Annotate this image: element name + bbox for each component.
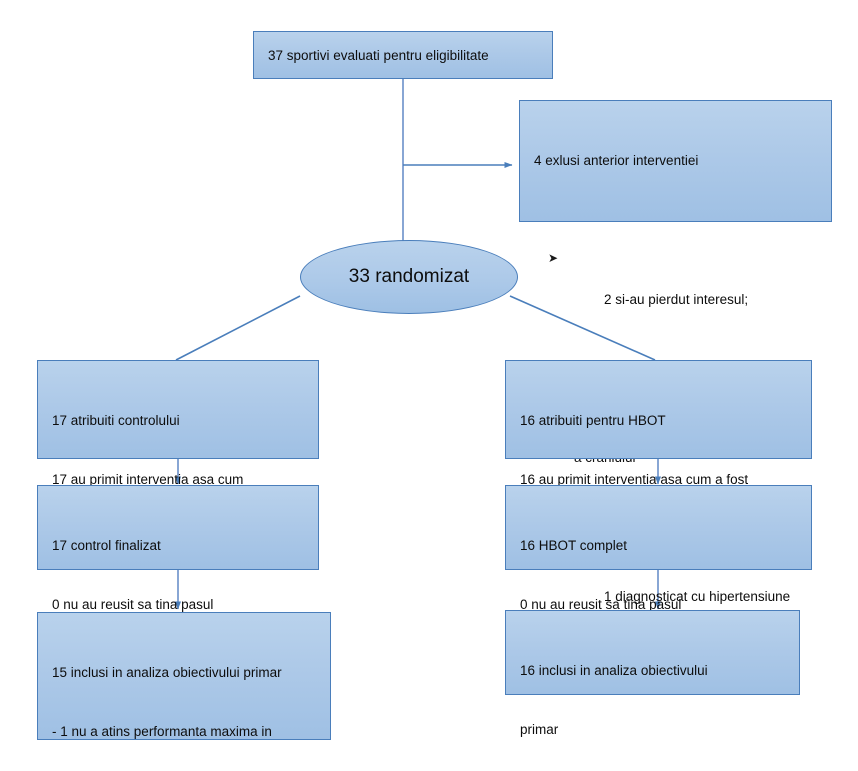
node-hbot-followup[interactable]: 16 HBOT complet 0 nu au reusit sa tina p… <box>505 485 812 672</box>
node-randomized[interactable]: 33 randomizat <box>300 240 518 314</box>
list-item: ➤ 2 si-au pierdut interesul; <box>534 250 819 329</box>
node-hbot-analysis[interactable]: 16 inclusi in analiza obiectivului prima… <box>505 610 800 737</box>
node-line: 16 au primit interventia asa cum a fost <box>520 472 749 488</box>
node-enrollment[interactable]: 37 sportivi evaluati pentru eligibilitat… <box>253 31 553 79</box>
node-excluded-heading: 4 exlusi anterior interventiei <box>534 152 699 168</box>
node-line: 17 control finalizat <box>52 537 161 553</box>
node-line: 15 inclusi in analiza obiectivului prima… <box>52 664 282 680</box>
connector-randomized-to-hbot <box>509 295 656 361</box>
node-line: 17 au primit interventia asa cum <box>52 472 244 488</box>
node-hbot-allocation[interactable]: 16 atribuiti pentru HBOT 16 au primit in… <box>505 360 812 547</box>
node-line: primar <box>520 722 559 738</box>
bullet-text: 2 si-au pierdut interesul; <box>604 291 749 307</box>
connector-randomized-to-control <box>175 295 301 361</box>
node-control-followup[interactable]: 17 control finalizat 0 nu au reusit sa t… <box>37 485 319 672</box>
node-line: - 1 nu a atins performanta maxima in <box>52 724 272 740</box>
node-enrollment-text: 37 sportivi evaluati pentru eligibilitat… <box>268 48 489 64</box>
bullet-text: 1 diagnosticat cu hipertensiune <box>604 589 791 605</box>
node-control-allocation[interactable]: 17 atribuiti controlului 17 au primit in… <box>37 360 319 547</box>
node-line: 17 atribuiti controlului <box>52 412 180 428</box>
node-line: 16 HBOT complet <box>520 537 628 553</box>
node-randomized-text: 33 randomizat <box>348 266 470 287</box>
node-line: 0 nu au reusit sa tina pasul <box>520 597 682 613</box>
node-excluded[interactable]: 4 exlusi anterior interventiei ➤ 2 si-au… <box>519 100 832 604</box>
node-line: 16 inclusi in analiza obiectivului <box>520 662 708 678</box>
node-line: 0 nu au reusit sa tina pasul <box>52 597 214 613</box>
node-line: 16 atribuiti pentru HBOT <box>520 412 666 428</box>
node-control-analysis[interactable]: 15 inclusi in analiza obiectivului prima… <box>37 612 331 740</box>
arrow-bullet-icon: ➤ <box>548 250 559 265</box>
